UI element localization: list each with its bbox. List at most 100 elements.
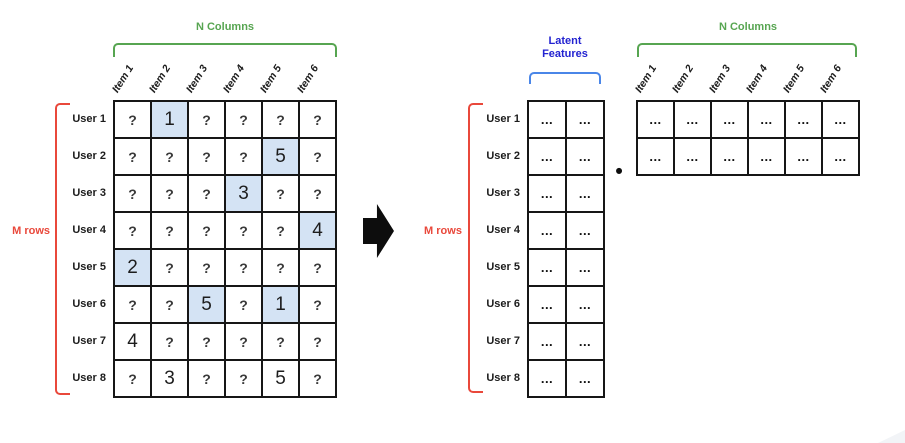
rating-cell-user4-item3: ? xyxy=(189,213,224,248)
rating-cell-user4-item1: ? xyxy=(115,213,150,248)
rating-cell-user5-item2: ? xyxy=(152,250,187,285)
rating-cell-user8-item4: ? xyxy=(226,361,261,396)
item-factor-cell-1-4: ... xyxy=(749,102,784,137)
rating-cell-user2-item3: ? xyxy=(189,139,224,174)
column-header-item-5: Item 5 xyxy=(257,62,285,95)
rating-cell-user2-item2: ? xyxy=(152,139,187,174)
item-factor-cell-2-1: ... xyxy=(638,139,673,174)
right-arrow-icon xyxy=(363,204,394,258)
column-header-item-4: Item 4 xyxy=(743,62,771,95)
rating-cell-user1-item5: ? xyxy=(263,102,298,137)
multiply-dot-icon: • xyxy=(615,160,623,183)
item-factor-cell-2-6: ... xyxy=(823,139,858,174)
rating-cell-user6-item3: 5 xyxy=(189,287,224,322)
item-factor-cell-2-4: ... xyxy=(749,139,784,174)
rating-cell-user8-item5: 5 xyxy=(263,361,298,396)
column-header-item-5: Item 5 xyxy=(780,62,808,95)
column-header-item-1: Item 1 xyxy=(109,62,137,95)
rating-cell-user5-item5: ? xyxy=(263,250,298,285)
row-header-user-3: User 3 xyxy=(486,187,520,199)
row-header-user-4: User 4 xyxy=(72,224,106,236)
rating-cell-user7-item4: ? xyxy=(226,324,261,359)
row-header-user-1: User 1 xyxy=(486,113,520,125)
m-rows-bracket-left xyxy=(55,103,70,395)
row-header-user-4: User 4 xyxy=(486,224,520,236)
rating-cell-user4-item5: ? xyxy=(263,213,298,248)
rating-cell-user5-item1: 2 xyxy=(115,250,150,285)
rating-cell-user4-item2: ? xyxy=(152,213,187,248)
rating-cell-user5-item3: ? xyxy=(189,250,224,285)
user-factor-cell-4-2: ... xyxy=(567,213,603,248)
rating-cell-user3-item3: ? xyxy=(189,176,224,211)
rating-cell-user3-item5: ? xyxy=(263,176,298,211)
rating-cell-user8-item2: 3 xyxy=(152,361,187,396)
corner-artifact xyxy=(878,430,905,443)
m-rows-label-left: M rows xyxy=(12,225,50,237)
rating-cell-user3-item6: ? xyxy=(300,176,335,211)
rating-cell-user7-item1: 4 xyxy=(115,324,150,359)
latent-features-label: Latent Features xyxy=(542,35,588,60)
user-factor-cell-5-1: ... xyxy=(529,250,565,285)
row-header-user-6: User 6 xyxy=(72,298,106,310)
column-header-item-2: Item 2 xyxy=(669,62,697,95)
rating-cell-user1-item2: 1 xyxy=(152,102,187,137)
row-header-user-3: User 3 xyxy=(72,187,106,199)
item-factor-cell-1-1: ... xyxy=(638,102,673,137)
column-header-item-2: Item 2 xyxy=(146,62,174,95)
user-factor-cell-3-1: ... xyxy=(529,176,565,211)
n-columns-bracket-right xyxy=(637,43,857,57)
row-header-user-2: User 2 xyxy=(72,150,106,162)
column-header-item-1: Item 1 xyxy=(632,62,660,95)
rating-cell-user4-item4: ? xyxy=(226,213,261,248)
user-factor-cell-1-2: ... xyxy=(567,102,603,137)
row-header-user-5: User 5 xyxy=(486,261,520,273)
user-factor-cell-6-1: ... xyxy=(529,287,565,322)
rating-cell-user7-item6: ? xyxy=(300,324,335,359)
row-header-user-6: User 6 xyxy=(486,298,520,310)
column-header-item-6: Item 6 xyxy=(294,62,322,95)
rating-cell-user2-item5: 5 xyxy=(263,139,298,174)
item-factor-cell-2-3: ... xyxy=(712,139,747,174)
item-factor-cell-1-5: ... xyxy=(786,102,821,137)
latent-features-bracket xyxy=(529,72,601,84)
n-columns-label-right: N Columns xyxy=(718,21,778,33)
rating-cell-user2-item4: ? xyxy=(226,139,261,174)
row-header-user-8: User 8 xyxy=(486,372,520,384)
user-factor-matrix-grid: ........................................… xyxy=(527,100,605,398)
rating-cell-user1-item1: ? xyxy=(115,102,150,137)
rating-cell-user3-item4: 3 xyxy=(226,176,261,211)
user-factor-cell-2-2: ... xyxy=(567,139,603,174)
n-columns-bracket-left xyxy=(113,43,337,57)
rating-cell-user6-item2: ? xyxy=(152,287,187,322)
user-factor-cell-8-2: ... xyxy=(567,361,603,396)
n-columns-label-left: N Columns xyxy=(195,21,255,33)
ratings-row-headers: User 1 User 2 User 3 User 4 User 5 User 6 User… xyxy=(54,102,106,398)
user-factor-cell-4-1: ... xyxy=(529,213,565,248)
item-factor-cell-1-6: ... xyxy=(823,102,858,137)
rating-cell-user5-item4: ? xyxy=(226,250,261,285)
user-factor-cell-5-2: ... xyxy=(567,250,603,285)
rating-cell-user6-item6: ? xyxy=(300,287,335,322)
m-rows-label-right: M rows xyxy=(424,225,462,237)
rating-cell-user7-item2: ? xyxy=(152,324,187,359)
column-header-item-3: Item 3 xyxy=(183,62,211,95)
row-header-user-7: User 7 xyxy=(72,335,106,347)
rating-cell-user2-item6: ? xyxy=(300,139,335,174)
rating-cell-user1-item6: ? xyxy=(300,102,335,137)
rating-cell-user6-item1: ? xyxy=(115,287,150,322)
user-factor-cell-2-1: ... xyxy=(529,139,565,174)
user-factor-cell-8-1: ... xyxy=(529,361,565,396)
row-header-user-1: User 1 xyxy=(72,113,106,125)
row-header-user-5: User 5 xyxy=(72,261,106,273)
user-factor-cell-6-2: ... xyxy=(567,287,603,322)
user-factor-cell-7-1: ... xyxy=(529,324,565,359)
column-header-item-6: Item 6 xyxy=(817,62,845,95)
rating-cell-user3-item1: ? xyxy=(115,176,150,211)
rating-cell-user7-item5: ? xyxy=(263,324,298,359)
item-factor-cell-2-5: ... xyxy=(786,139,821,174)
rating-cell-user1-item3: ? xyxy=(189,102,224,137)
rating-cell-user8-item3: ? xyxy=(189,361,224,396)
